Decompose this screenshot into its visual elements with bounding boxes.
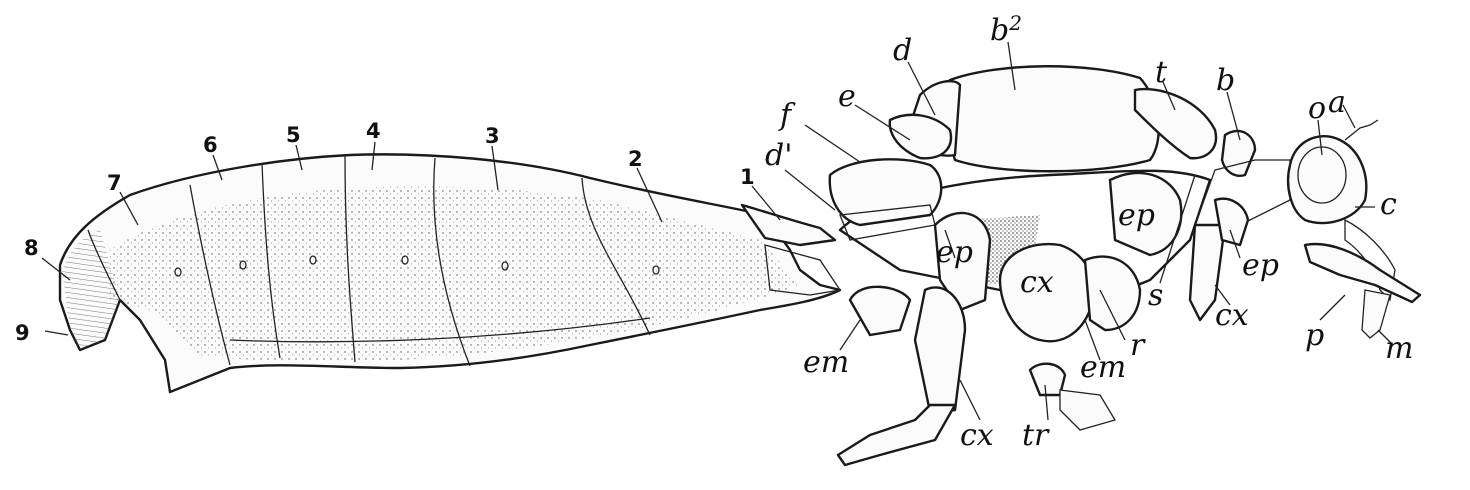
label-ep-hind: ep <box>936 235 973 270</box>
label-r: r <box>1130 328 1146 363</box>
suture-5 <box>344 154 356 363</box>
suture-7 <box>189 184 231 366</box>
label-a: a <box>1328 85 1346 120</box>
segment-1-plate <box>740 203 837 247</box>
spiracle <box>652 265 660 275</box>
spiracle <box>401 255 409 265</box>
label-s: s <box>1148 278 1163 313</box>
sclerite-t <box>1133 87 1218 160</box>
fore-episternum <box>1213 197 1250 247</box>
abdomen-stipple <box>110 186 800 361</box>
sclerite-b <box>1220 129 1257 177</box>
label-segment-6: 6 <box>203 133 218 157</box>
label-segment-5: 5 <box>286 123 301 147</box>
abdomen-tip-shade <box>62 230 120 350</box>
spiracle <box>501 261 509 271</box>
label-ep-fore: ep <box>1242 248 1279 283</box>
label-segment-3: 3 <box>485 124 500 148</box>
palp <box>1303 242 1422 304</box>
hind-femur <box>913 286 967 414</box>
head-capsule <box>1286 135 1368 225</box>
part-labels: a b b2 c cx cx cx cx d d' e em em ep ep … <box>765 11 1413 453</box>
label-d: d <box>893 33 912 68</box>
segment-labels: 9 8 7 6 5 4 3 2 1 <box>15 119 755 345</box>
label-segment-1: 1 <box>740 165 755 189</box>
hind-tibia <box>836 403 957 467</box>
sclerite-e <box>888 113 953 160</box>
label-em-hind: em <box>803 345 849 380</box>
spiracle <box>239 260 247 270</box>
episternum-mid <box>1108 171 1183 257</box>
label-c: c <box>1380 187 1397 222</box>
abdomen-neck <box>764 244 842 296</box>
epimeron-mid <box>1083 255 1142 332</box>
hind-coxa-em <box>848 285 912 337</box>
label-b2: b2 <box>990 11 1022 48</box>
legs <box>836 171 1250 467</box>
label-b: b <box>1216 63 1235 98</box>
label-d-prime: d' <box>765 138 792 173</box>
episternum-hind <box>933 211 992 312</box>
head <box>1286 119 1422 339</box>
label-em-mid: em <box>1080 350 1126 385</box>
thorax <box>828 65 1291 302</box>
mid-tibia <box>1059 389 1116 431</box>
label-t: t <box>1155 55 1168 90</box>
mandible <box>1344 218 1396 302</box>
label-segment-2: 2 <box>628 147 643 171</box>
label-f: f <box>778 98 796 133</box>
suture-4 <box>433 157 471 367</box>
label-segment-4: 4 <box>366 119 381 143</box>
label-ep-mid: ep <box>1118 198 1155 233</box>
label-cx-middle: cx <box>1020 265 1054 300</box>
label-tr: tr <box>1022 418 1050 453</box>
label-cx-hind: cx <box>960 418 994 453</box>
sclerite-f <box>828 158 943 227</box>
maxilla-m <box>1361 289 1391 339</box>
antenna <box>1344 119 1379 141</box>
ventral-band <box>229 317 651 343</box>
suture-6 <box>261 162 281 359</box>
spiracle <box>174 267 182 277</box>
label-segment-8: 8 <box>24 236 39 260</box>
suture-3 <box>581 177 651 336</box>
label-p: p <box>1305 318 1324 353</box>
label-e: e <box>838 79 856 114</box>
label-cx-fore: cx <box>1215 298 1249 333</box>
label-o: o <box>1308 91 1326 126</box>
abdomen <box>58 153 842 394</box>
suture-8 <box>87 229 121 301</box>
leader-lines <box>41 41 1394 421</box>
label-m: m <box>1385 331 1413 366</box>
label-segment-9: 9 <box>15 321 30 345</box>
spiracle <box>309 255 317 265</box>
compound-eye <box>1297 146 1347 204</box>
label-segment-7: 7 <box>107 171 122 195</box>
scutum-b2 <box>944 65 1160 173</box>
